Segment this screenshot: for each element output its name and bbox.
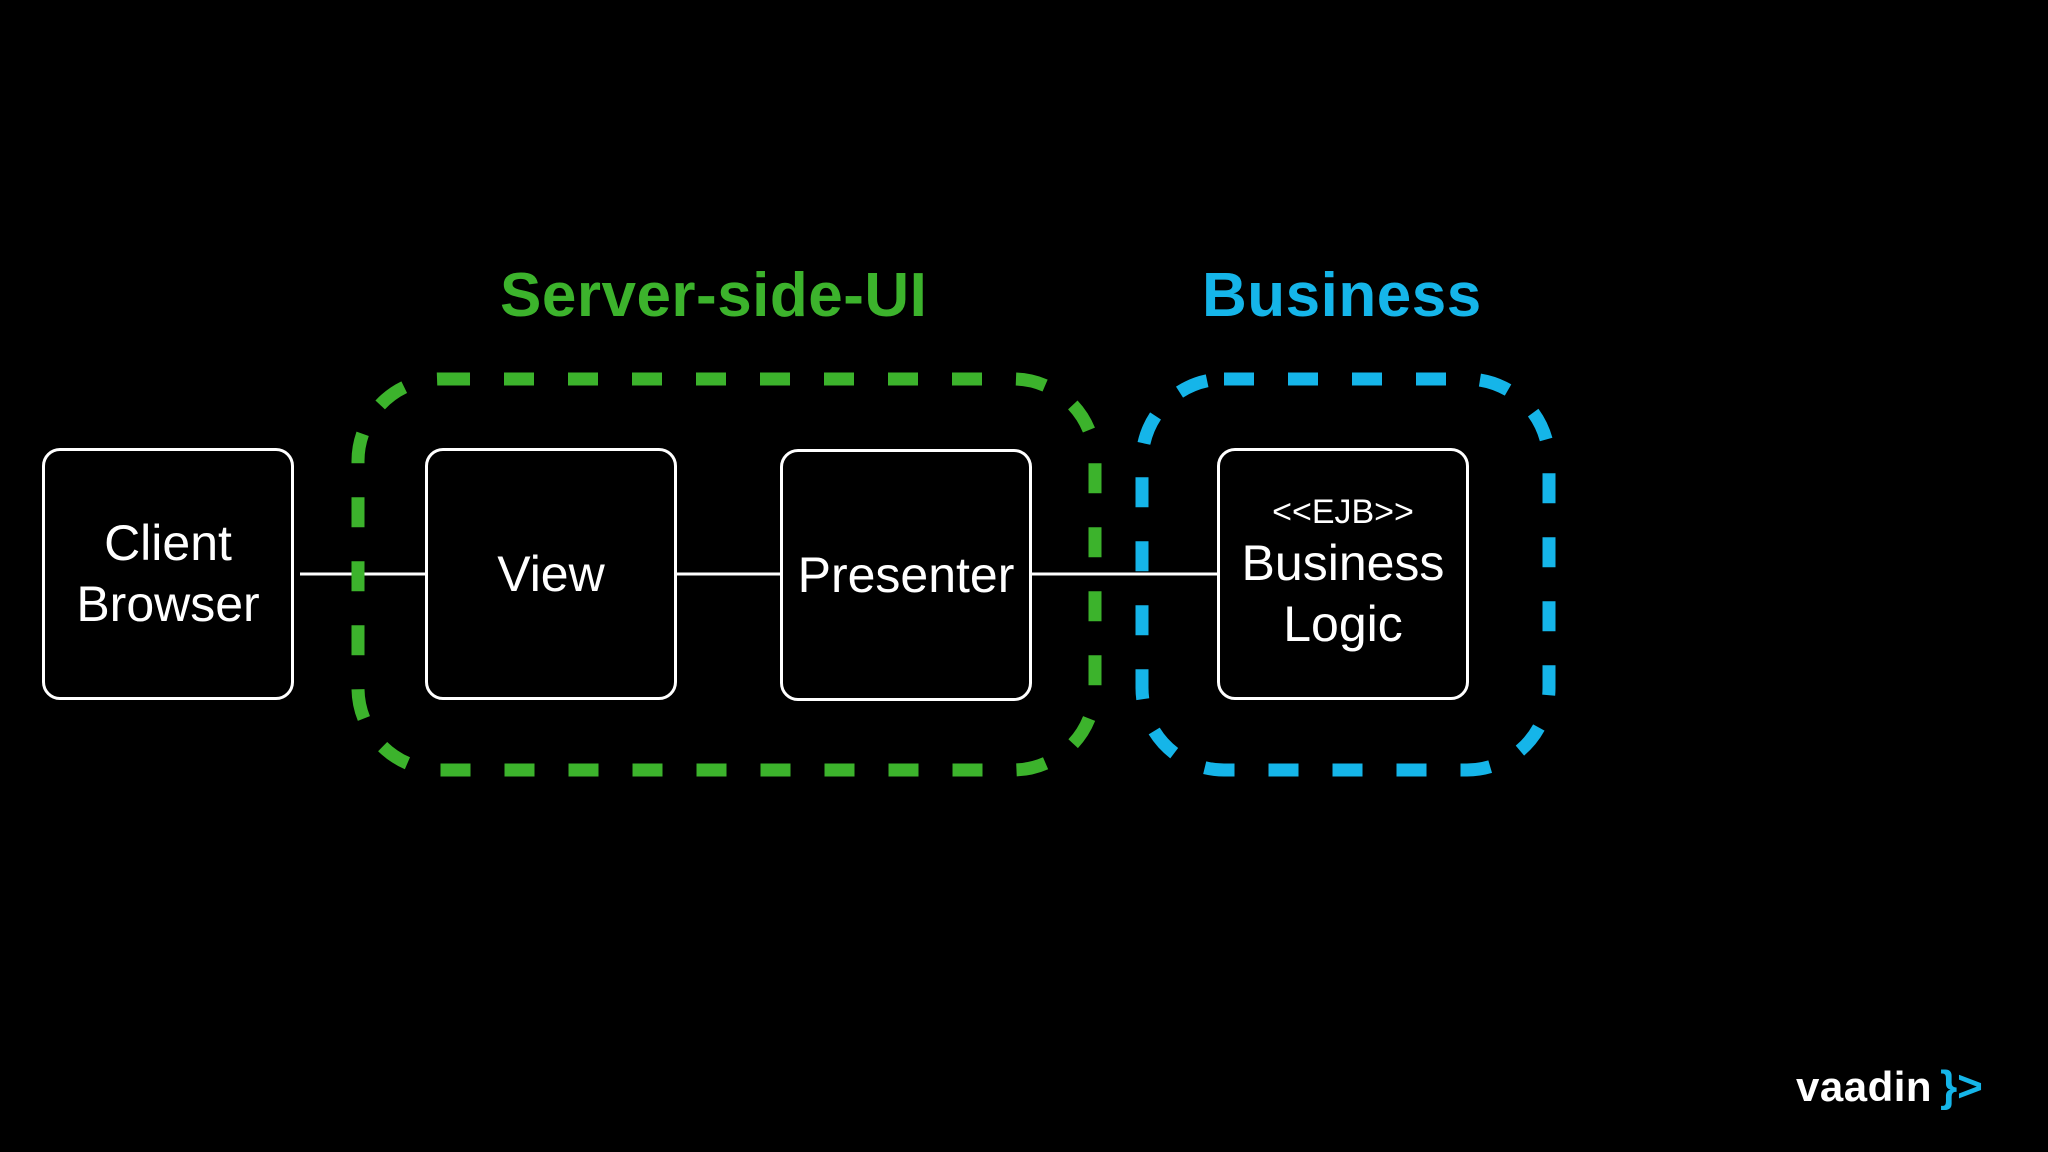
- business-group-frame: [1135, 372, 1556, 777]
- vaadin-logo-wordmark: vaadin: [1796, 1063, 1933, 1110]
- business-group-title: Business: [1202, 261, 1482, 330]
- client-browser-label-line2: Browser: [76, 576, 260, 632]
- presenter-node: Presenter: [780, 449, 1032, 701]
- client-browser-node: Client Browser: [42, 448, 294, 700]
- presenter-label: Presenter: [797, 546, 1015, 603]
- vaadin-logo: vaadin }>: [1796, 1062, 1983, 1112]
- view-node: View: [425, 448, 677, 700]
- server-ui-group-frame: [351, 372, 1102, 777]
- vaadin-logo-mark-icon: }>: [1940, 1062, 1983, 1111]
- client-browser-label-line1: Client: [104, 515, 232, 571]
- business-logic-stereotype: <<EJB>>: [1272, 493, 1414, 531]
- business-logic-node: <<EJB>> Business Logic: [1217, 448, 1469, 700]
- server-ui-group-title: Server-side-UI: [500, 261, 928, 330]
- business-logic-label-line1: Business: [1241, 535, 1445, 591]
- view-label: View: [497, 545, 605, 602]
- business-logic-label-line2: Logic: [1283, 596, 1403, 652]
